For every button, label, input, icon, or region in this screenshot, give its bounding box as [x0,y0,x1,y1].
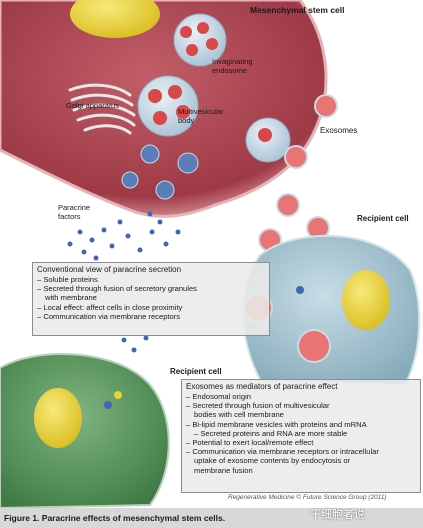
paracrine-factor-dots [67,211,181,353]
exosome-mediators-box: Exosomes as mediators of paracrine effec… [181,379,421,493]
list-item: – Endosomal origin [186,392,252,401]
conventional-box-list: – Soluble proteins – Secreted through fu… [37,275,265,321]
list-item: – Secreted proteins and RNA are more sta… [194,428,348,438]
exosome-box-title: Exosomes as mediators of paracrine effec… [186,382,338,391]
recipient-right-nucleus [342,270,390,330]
list-item: – Soluble proteins [37,275,98,284]
invaginating-endosome-label: Invaginating endosome [212,57,253,75]
list-item: uptake of exosome contents by endocytosi… [194,456,351,466]
paracrine-factors-label: Paracrine factors [58,203,91,221]
recipient-cell-right-label: Recipient cell [357,214,409,223]
watermark: 干细胞者说 [310,509,365,521]
conventional-paracrine-box: Conventional view of paracrine secretion… [32,262,270,336]
list-item: bodies with cell membrane [194,410,284,420]
multivesicular-body-label: Multivesicular body [178,107,224,125]
list-item: – Potential to exert local/remote effect [186,438,314,448]
figure-credit: Regenerative Medicine © Future Science G… [228,494,387,501]
list-item: – Local effect: affect cells in close pr… [37,302,183,312]
list-item: – Secreted through fusion of multivesicu… [186,401,330,411]
exosome [314,94,338,118]
list-item: membrane fusion [194,465,253,475]
list-item: – Secreted through fusion of secretory g… [37,284,197,294]
figure-caption: Figure 1. Paracrine effects of mesenchym… [4,513,226,523]
msc-nucleus [70,0,160,38]
multivesicular-body-icon [137,75,199,137]
exosome-release-icon [245,117,291,163]
recipient-cell-left [0,353,170,510]
list-item: – Bi-lipid membrane vesicles with protei… [186,419,367,429]
list-item: – Communication via membrane receptors o… [186,447,379,457]
recipient-cell-left-label: Recipient cell [170,367,222,376]
exosome-box-list: – Endosomal origin – Secreted through fu… [186,392,416,475]
conventional-box-title: Conventional view of paracrine secretion [37,265,182,274]
recipient-left-nucleus [34,388,82,448]
secretory-granules [121,144,199,200]
figure-caption-bar: Figure 1. Paracrine effects of mesenchym… [0,508,423,528]
invaginating-endosome-icon [173,13,227,67]
golgi-apparatus-label: Golgi apparatus [66,101,119,110]
msc-title-label: Mesenchymal stem cell [250,5,345,15]
list-item: – Communication via membrane receptors [37,311,181,321]
exosomes-label: Exosomes [320,126,358,135]
exosome [276,193,300,217]
list-item: with membrane [45,293,97,303]
golgi-apparatus-icon [68,83,136,135]
exosome [284,145,308,169]
